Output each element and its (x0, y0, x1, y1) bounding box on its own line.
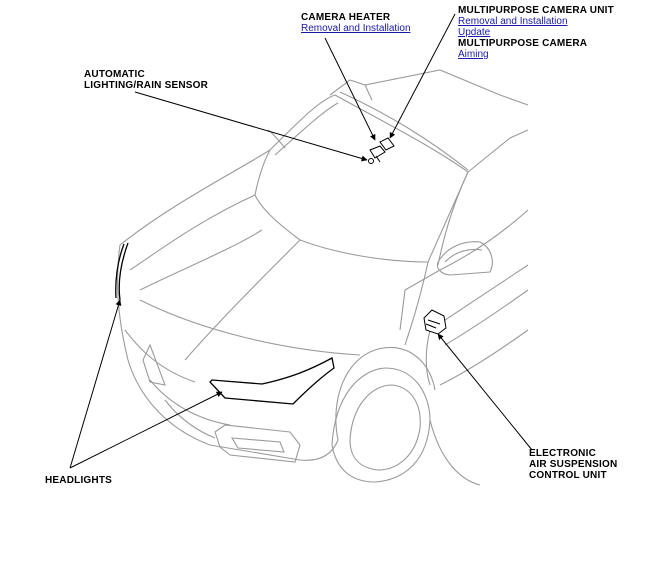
eas-label-line1: ELECTRONIC (529, 448, 596, 459)
leader-headlight-right (69, 391, 223, 469)
camera-unit-icon (368, 137, 395, 164)
mp-camera-aiming-link[interactable]: Aiming (458, 49, 489, 60)
headlight-left-edge (118, 242, 129, 301)
eas-label-line3: CONTROL UNIT (529, 470, 607, 481)
leader-camera-heater (324, 37, 376, 141)
leader-rain-sensor (134, 91, 368, 162)
leader-headlight-left (69, 299, 122, 469)
headlight-right-shape (209, 357, 335, 405)
mp-camera-label: MULTIPURPOSE CAMERA (458, 38, 588, 49)
mp-camera-unit-removal-link[interactable]: Removal and Installation (458, 16, 568, 27)
headlights-label: HEADLIGHTS (45, 475, 112, 486)
headlight-details (115, 242, 335, 405)
eas-label-line2: AIR SUSPENSION (529, 459, 618, 470)
mp-camera-unit-label: MULTIPURPOSE CAMERA UNIT (458, 5, 614, 16)
eas-control-unit-icon (423, 309, 447, 335)
car-outline (117, 69, 529, 486)
auto-lighting-label-line1: AUTOMATIC (84, 69, 145, 80)
leader-lines (69, 13, 533, 469)
camera-heater-removal-link[interactable]: Removal and Installation (301, 23, 411, 34)
leader-camera-unit (389, 13, 456, 139)
mp-camera-unit-update-link[interactable]: Update (458, 27, 491, 38)
camera-heater-label: CAMERA HEATER (301, 12, 391, 23)
leader-eas (437, 333, 533, 451)
auto-lighting-label-line2: LIGHTING/RAIN SENSOR (84, 80, 209, 91)
